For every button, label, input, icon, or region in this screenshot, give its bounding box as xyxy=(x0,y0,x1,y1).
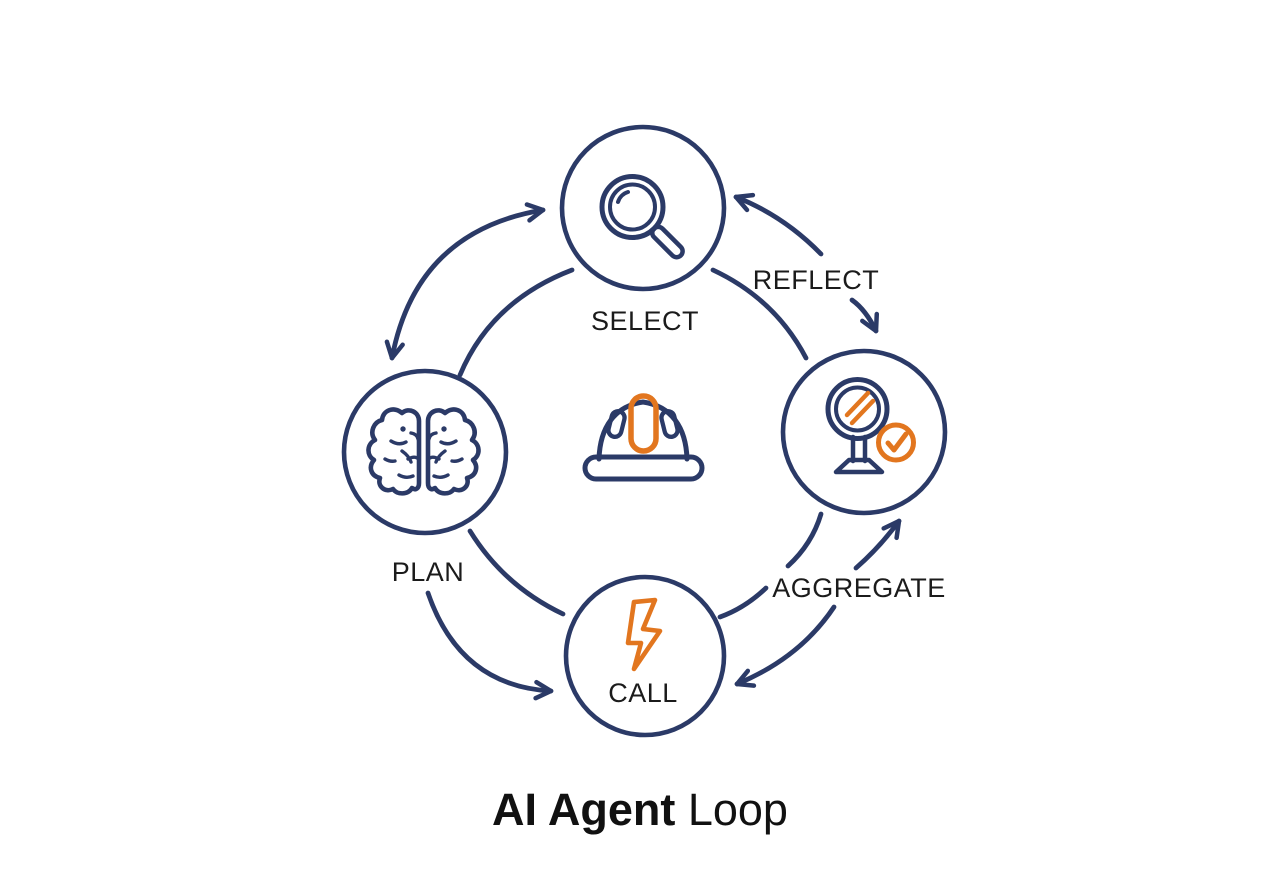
connector-select-reflect xyxy=(710,267,809,361)
arrow-aggregate-up xyxy=(853,518,902,571)
arrow-reflect-to-select xyxy=(733,192,824,257)
label-plan: PLAN xyxy=(392,557,465,587)
label-aggregate: AGGREGATE xyxy=(772,573,946,603)
connector-reflect-aggregate-upper xyxy=(785,511,824,569)
node-select-circle xyxy=(559,124,727,292)
label-call: CALL xyxy=(608,678,678,708)
connector-aggregate-call-lower xyxy=(717,585,769,620)
brain-icon xyxy=(366,409,478,493)
mirror-check-icon xyxy=(825,377,916,475)
label-reflect: REFLECT xyxy=(753,265,880,295)
connector-select-plan xyxy=(457,267,575,378)
check-circle-icon xyxy=(876,422,916,463)
label-select: SELECT xyxy=(591,306,699,336)
title-emphasis: AI Agent xyxy=(492,784,675,835)
lightning-bolt-icon xyxy=(625,597,663,672)
hard-hat-icon xyxy=(582,393,705,482)
arrow-reflect-to-call xyxy=(734,604,837,688)
arrow-reflect-into-node xyxy=(849,297,880,334)
arrow-plan-select-bidirectional xyxy=(384,202,546,361)
arrow-plan-to-call xyxy=(425,590,554,701)
magnifier-icon xyxy=(599,174,685,260)
page-title: AI Agent Loop xyxy=(492,784,788,835)
connector-plan-call xyxy=(467,528,566,617)
node-reflect-circle xyxy=(780,348,948,516)
title-rest: Loop xyxy=(675,784,788,835)
